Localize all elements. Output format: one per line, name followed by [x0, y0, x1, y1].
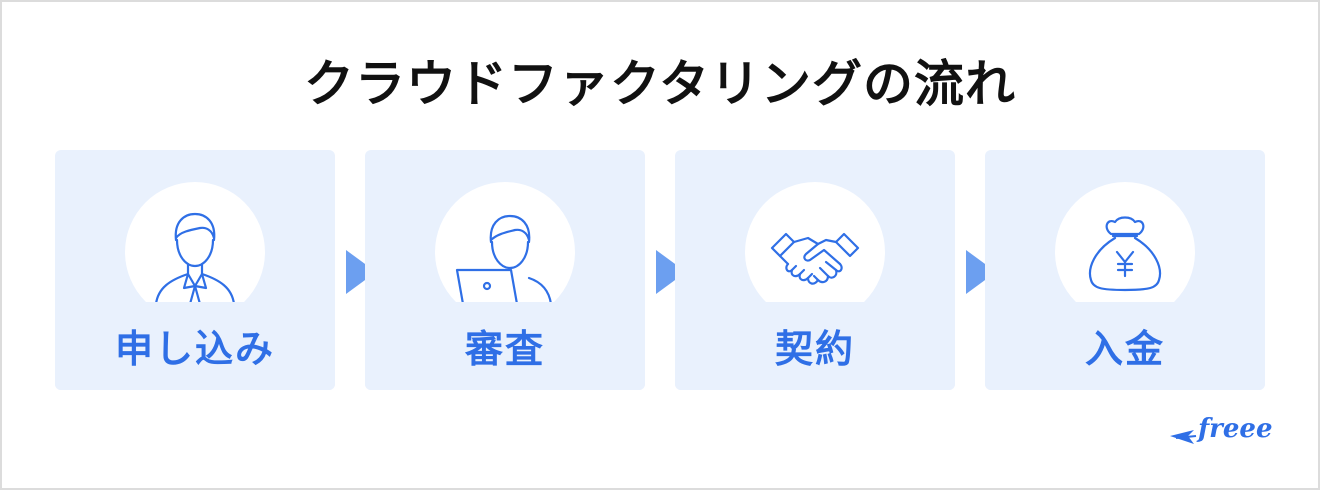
label-band [55, 302, 335, 390]
handshake-icon [770, 232, 860, 285]
icon-circle [1055, 182, 1195, 322]
money-bag-yen-icon [1088, 216, 1162, 292]
person-with-laptop-icon [455, 214, 553, 304]
label-band [675, 302, 955, 390]
label-band [365, 302, 645, 390]
step-apply: 申し込み [55, 150, 335, 390]
icon-circle [435, 182, 575, 322]
freee-bird-logo-icon [1170, 430, 1197, 444]
step-contract: 契約 [675, 150, 955, 390]
diagram-title: クラウドファクタリングの流れ [304, 55, 1016, 113]
step-review: 審査 [365, 150, 645, 390]
step-payment: 入金 [985, 150, 1265, 390]
step-label: 入金 [1084, 327, 1165, 371]
step-label: 審査 [464, 327, 545, 371]
label-band [985, 302, 1265, 390]
freee-logo-text: freee [1198, 414, 1273, 444]
icon-circle [745, 182, 885, 322]
icon-circle [125, 182, 265, 322]
step-label: 申し込み [114, 327, 275, 371]
businessperson-icon [154, 212, 236, 304]
step-label: 契約 [774, 327, 855, 371]
